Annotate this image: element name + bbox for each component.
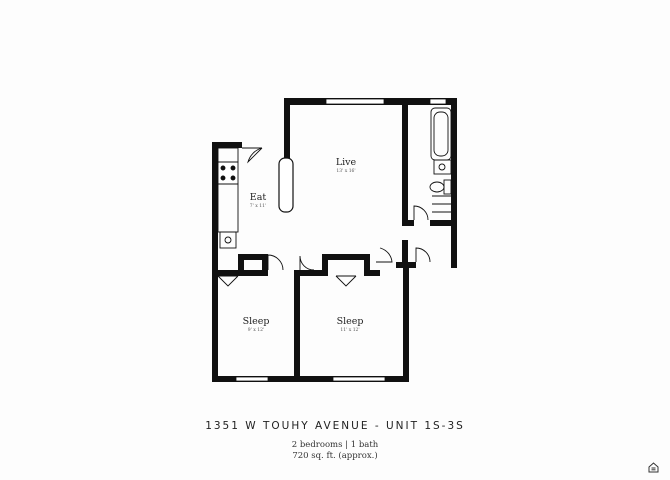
square-footage: 720 sq. ft. (approx.) <box>292 451 378 461</box>
room-name-sleep-1: Sleep <box>243 316 270 327</box>
room-labels: Live 13' x 16' Eat 7' x 11' Sleep 9' x 1… <box>243 157 364 333</box>
walls <box>212 98 457 382</box>
fixtures <box>217 107 452 249</box>
doors <box>217 147 431 287</box>
room-dims-eat: 7' x 11' <box>250 203 266 209</box>
beds-baths: 2 bedrooms | 1 bath <box>291 440 379 450</box>
unit-address: 1351 W TOUHY AVENUE - UNIT 1S-3S <box>205 420 465 432</box>
equal-housing-opportunity-icon <box>648 462 659 473</box>
room-dims-sleep-2: 11' x 12' <box>340 327 359 333</box>
room-name-live: Live <box>336 157 357 168</box>
room-dims-sleep-1: 9' x 12' <box>248 327 264 333</box>
windows <box>235 98 447 382</box>
room-name-sleep-2: Sleep <box>337 316 364 327</box>
room-name-eat: Eat <box>250 192 267 203</box>
room-dims-live: 13' x 16' <box>336 168 355 174</box>
